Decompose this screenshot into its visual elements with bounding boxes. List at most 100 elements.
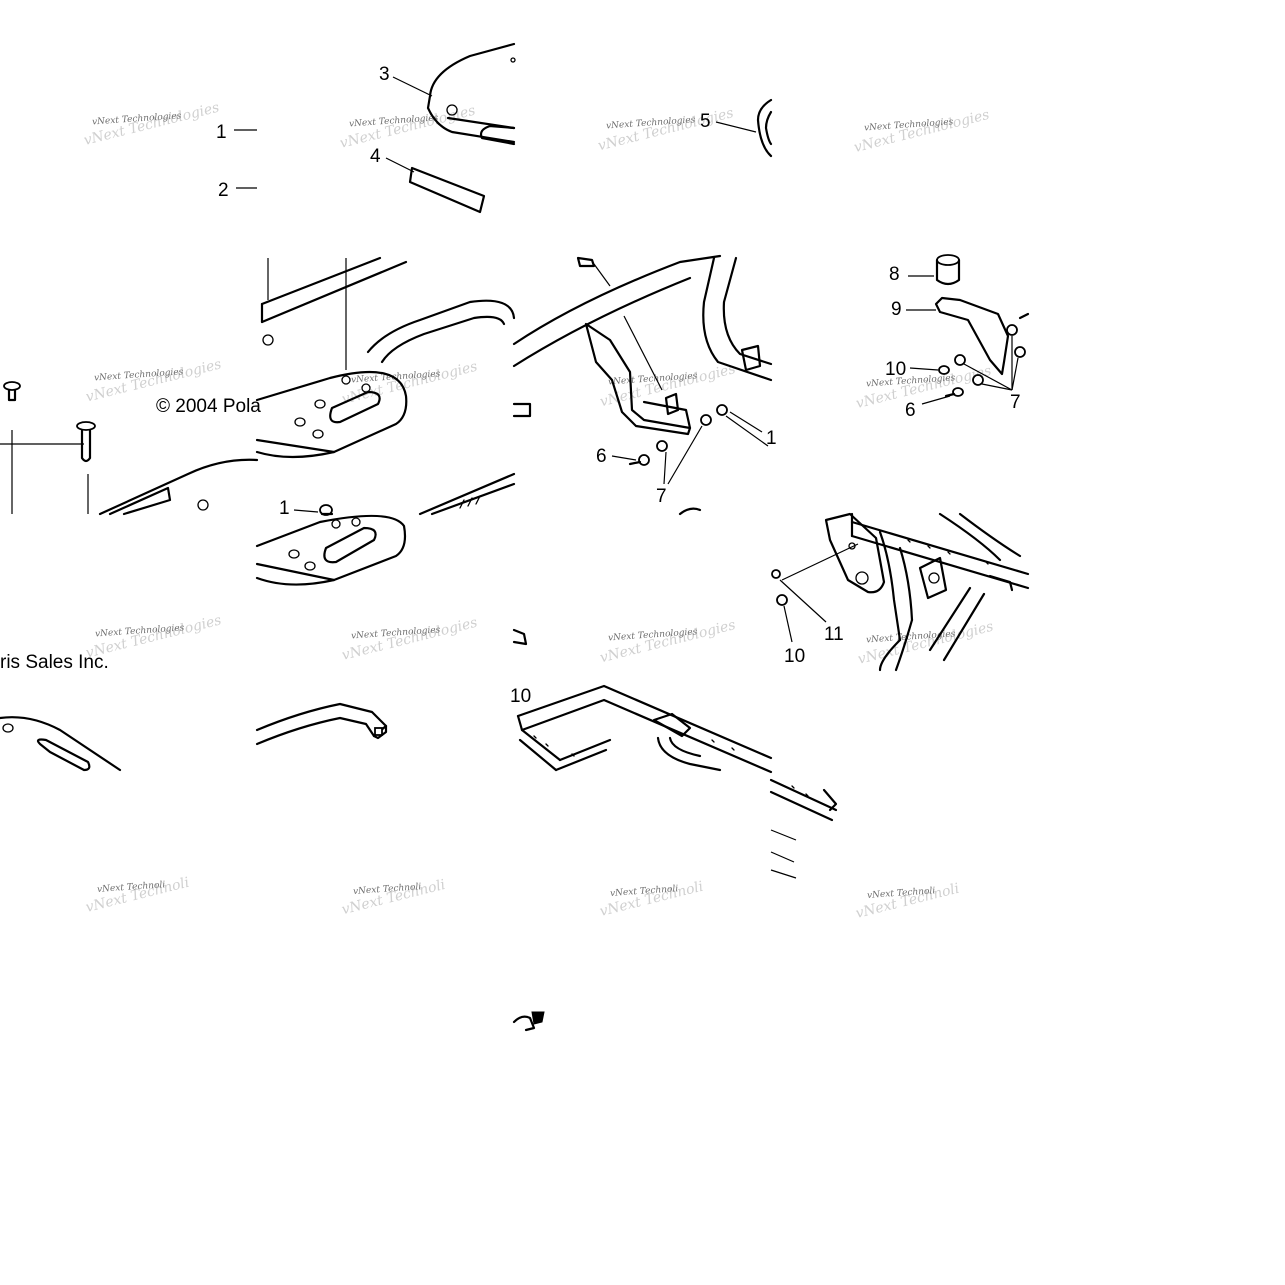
watermark-ghost: vNext Technoli: [84, 875, 191, 916]
tube-upper-edge: [255, 702, 388, 732]
bolt-fragment-body: [512, 1015, 536, 1032]
rack-plate-hole-e: [361, 383, 371, 393]
frame-lower-diag: [928, 586, 986, 662]
tile-plate-bolt-1: 1: [255, 498, 407, 586]
lower-frame-bracket: [652, 712, 692, 738]
leader-11b: [779, 579, 827, 623]
watermark-text: vNext Technoli: [610, 884, 679, 899]
bracket-left-tab: [642, 400, 692, 430]
rail-corner-part-5: [756, 98, 773, 158]
frame-curve: [878, 618, 914, 672]
frame-bracket-hole: [928, 572, 940, 584]
long-bolt: [76, 421, 96, 463]
watermark-r4c4: vNext Technoli vNext Technoli: [854, 881, 961, 922]
tile-panel-corner: [0, 716, 122, 772]
washer-part-11: [771, 569, 781, 579]
tile-callout-5: 5: [700, 98, 773, 158]
callout-10: 10: [885, 359, 906, 380]
watermark-r3c4: vNext Technologies vNext Technologies: [856, 619, 995, 668]
panel-corner-hole: [2, 723, 14, 733]
washer-set-7a: [954, 324, 1026, 386]
rack-frame-hatch: [459, 495, 481, 509]
frame-plate: [824, 512, 886, 594]
bolt-top-frame: [576, 256, 596, 268]
watermark-r2c2: vNext Technologies vNext Technologies: [340, 359, 479, 408]
leader-7a-c: [1011, 357, 1019, 391]
panel-edge: [98, 458, 259, 516]
rubber-strip-part-4: [408, 166, 486, 214]
watermark-r1c3: vNext Technologies vNext Technologies: [596, 105, 735, 154]
leader-bracket-cross: [623, 315, 663, 391]
leader-1c: [293, 509, 319, 513]
bushing-part-8: [935, 254, 961, 286]
tube-lower-edge: [255, 716, 376, 746]
tile-copyright-right: ris Sales Inc.: [0, 652, 109, 673]
washer-set-7b: [656, 404, 728, 452]
frame-plate-hole: [855, 571, 869, 585]
frame-corner-stub: [988, 574, 1014, 592]
copyright-fragment-left: © 2004 Pola: [156, 396, 261, 417]
bolt-part-1-left: [3, 381, 21, 402]
frame-end-dots: [791, 785, 809, 797]
copyright-fragment-right: ris Sales Inc.: [0, 652, 109, 673]
nut-part-10: [776, 594, 788, 606]
watermark-text: vNext Technoli: [97, 880, 166, 895]
callout-5: 5: [700, 111, 711, 132]
lower-frame-dots: [533, 735, 735, 757]
rack-plate-hole-a: [314, 399, 326, 409]
tile-frame-brackets: 6 7: [512, 254, 773, 516]
lower-frame-rail-left: [516, 714, 562, 772]
plate-hole-b: [304, 561, 316, 571]
tube-end-opening: [374, 727, 383, 736]
tile-bolt-fragment: [512, 1011, 545, 1032]
watermark-r2c4: vNext Technologies vNext Technologies: [854, 363, 993, 412]
callout-10: 10: [510, 686, 531, 707]
tile-fragment-r3c3: [512, 628, 528, 646]
leader-bracket-upper: [593, 263, 611, 287]
tile-bolts-left: © 2004 Pola: [0, 381, 261, 516]
bolt-part-1: [319, 504, 334, 516]
leader-7b-b: [667, 425, 703, 485]
leader-10a: [909, 367, 939, 371]
leader-6b: [611, 455, 637, 461]
rack-plate-hole-b: [294, 417, 306, 427]
tile-hardware-8-9: 8 9 10 6 7 1: [766, 254, 1030, 449]
callout-7: 7: [656, 486, 667, 507]
frame-end-tab: [822, 788, 838, 812]
rail-corner-inner: [764, 110, 773, 146]
watermark-r4c2: vNext Technoli vNext Technoli: [340, 877, 447, 918]
leader-11a: [781, 543, 859, 581]
watermark-ghost: vNext Technoli: [340, 877, 447, 918]
rack-plate-outline: [255, 370, 408, 459]
watermark-r1c2: vNext Technologies vNext Technologies: [338, 103, 477, 152]
bracket-small-tab: [664, 392, 680, 416]
leader-5: [715, 121, 757, 133]
frame-end-lines: [770, 829, 797, 879]
lower-frame-loop: [656, 736, 722, 772]
watermark-r3c2: vNext Technologies vNext Technologies: [340, 615, 479, 664]
rack-plate-slot: [329, 390, 381, 424]
tile-tube: [255, 702, 388, 746]
rack-frame-loop: [366, 299, 516, 364]
callout-8: 8: [889, 264, 900, 285]
lower-frame-cross: [554, 738, 612, 772]
bolt-6b: [628, 454, 650, 466]
plate-outline: [255, 514, 407, 586]
fragment-hook: [512, 628, 528, 646]
rack-frame-lower: [418, 472, 516, 516]
leader-7a-b: [981, 383, 1013, 391]
tile-rack-plate: [255, 256, 516, 516]
panel-corner-slot: [36, 738, 91, 772]
leader-right-edge: [729, 411, 763, 433]
frame-rail-dots: [907, 539, 989, 565]
lower-frame-rail-top: [516, 684, 773, 774]
bolt-fragment-head: [531, 1011, 545, 1025]
rack-hole-small: [510, 57, 516, 63]
frame-end-rail: [769, 778, 838, 822]
partial-ring: [678, 507, 702, 516]
watermark-r4c1: vNext Technoli vNext Technoli: [84, 875, 191, 916]
frame-cross: [938, 512, 1022, 562]
callout-11: 11: [824, 624, 844, 645]
tile-rack-corner-top: 1 2 3 4: [216, 42, 516, 214]
